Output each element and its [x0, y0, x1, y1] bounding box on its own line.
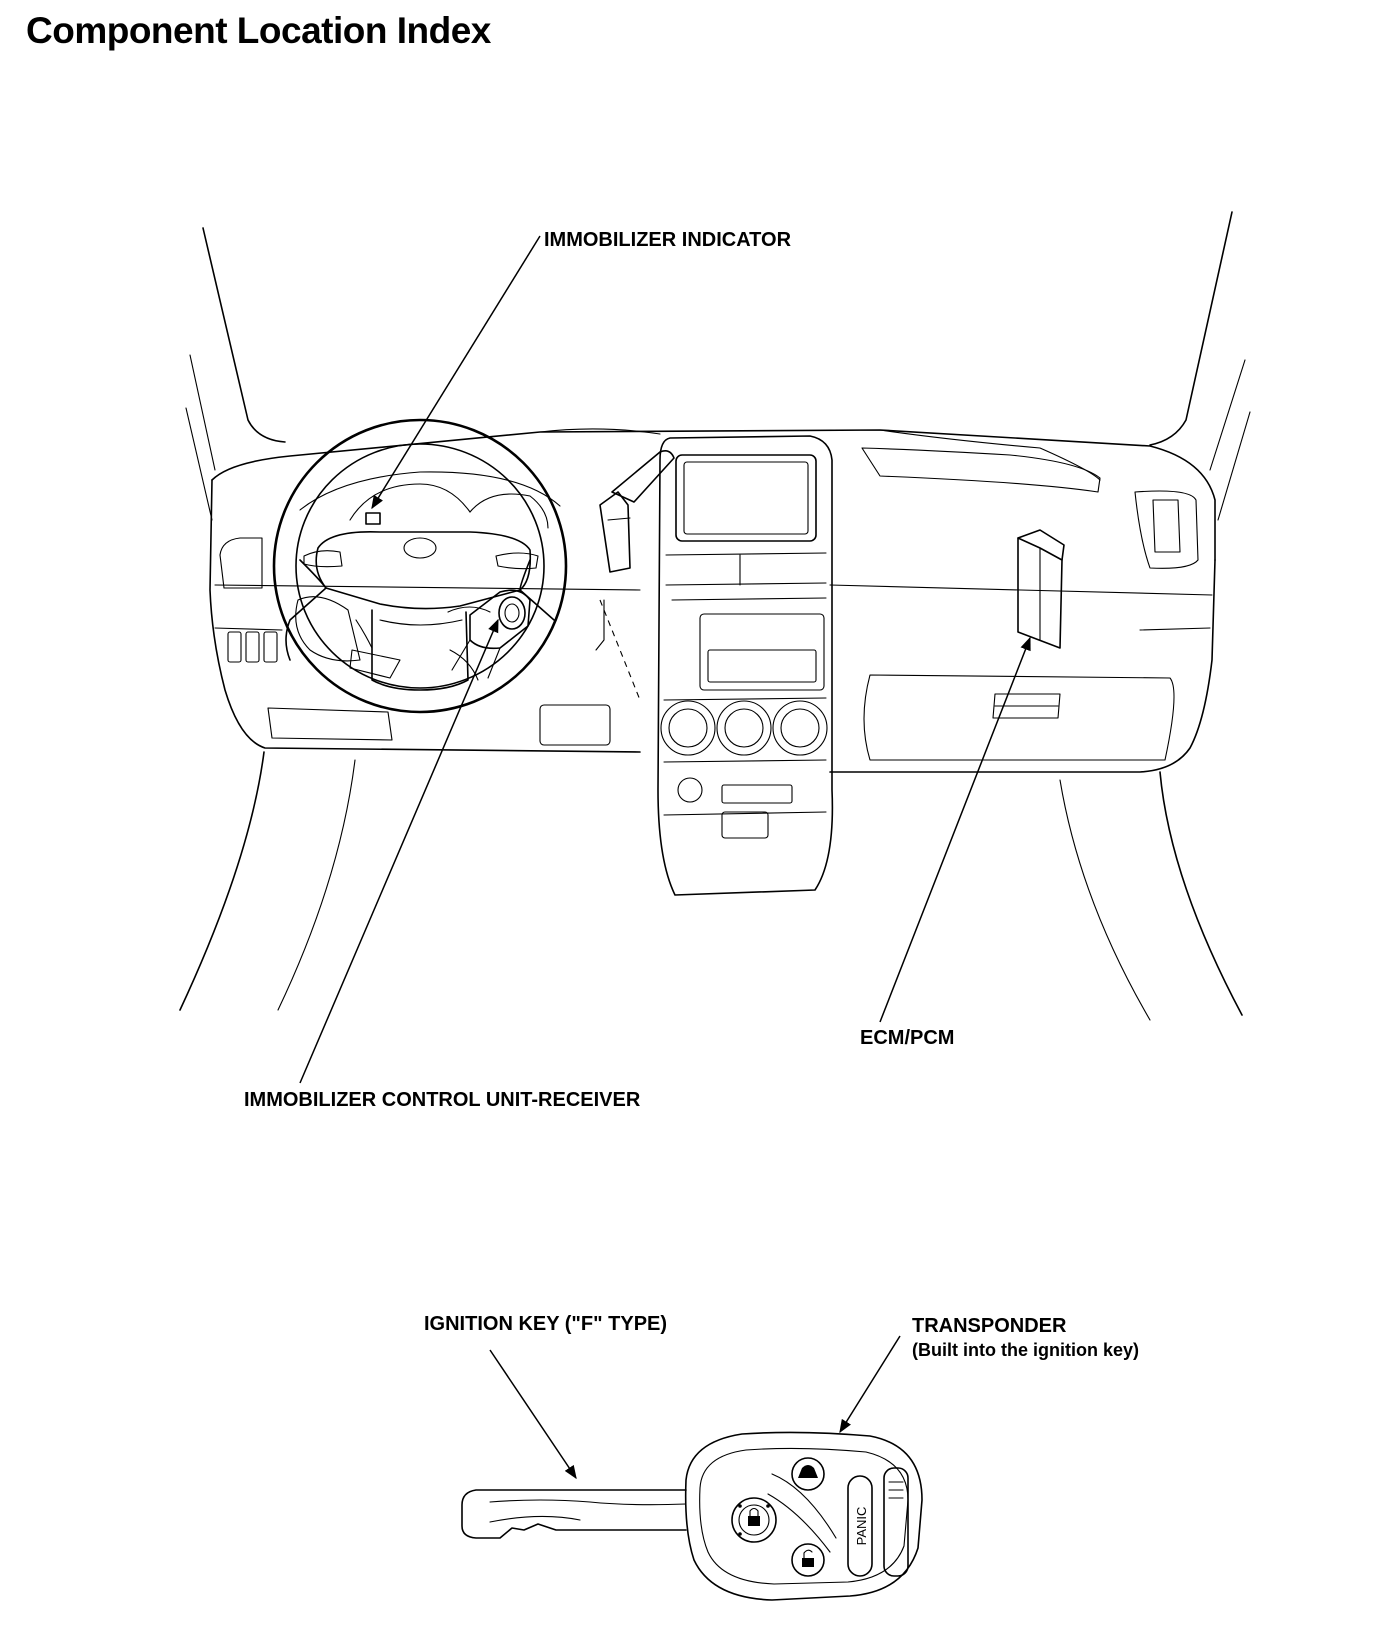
immobilizer-control-unit-label: IMMOBILIZER CONTROL UNIT-RECEIVER: [244, 1089, 641, 1111]
page-title: Component Location Index: [26, 10, 491, 51]
immobilizer-indicator-label: IMMOBILIZER INDICATOR: [544, 229, 792, 251]
dashboard-illustration: [179, 211, 1251, 1021]
immobilizer-indicator-lamp: [365, 512, 381, 525]
steering-wheel: [272, 418, 568, 714]
ignition-key-illustration: PANIC: [461, 1431, 923, 1601]
panic-button-label: PANIC: [854, 1507, 869, 1546]
transponder-label: TRANSPONDER: [912, 1315, 1067, 1337]
transponder-note: (Built into the ignition key): [912, 1340, 1139, 1360]
ecm-pcm-module: [1017, 529, 1065, 649]
ignition-key-label: IGNITION KEY ("F" TYPE): [424, 1313, 667, 1335]
ecm-pcm-label: ECM/PCM: [860, 1027, 954, 1049]
leader-lines: [299, 235, 1031, 1480]
